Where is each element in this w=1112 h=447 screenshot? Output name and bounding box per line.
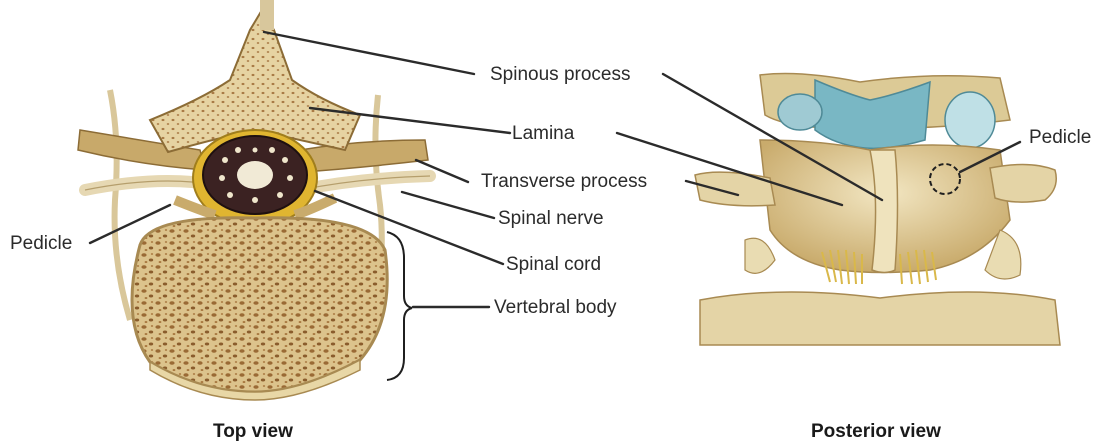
label-pedicle-top: Pedicle — [10, 234, 72, 253]
label-spinal-cord: Spinal cord — [506, 255, 601, 274]
caption-top-view: Top view — [213, 422, 293, 441]
label-transverse-process: Transverse process — [481, 172, 647, 191]
top-view-illustration — [78, 0, 430, 400]
label-spinal-nerve: Spinal nerve — [498, 209, 604, 228]
label-spinous-process: Spinous process — [490, 65, 630, 84]
posterior-view-illustration — [690, 70, 1070, 345]
label-pedicle-posterior: Pedicle — [1029, 128, 1091, 147]
label-vertebral-body: Vertebral body — [494, 298, 617, 317]
label-lamina: Lamina — [512, 124, 574, 143]
caption-posterior-view: Posterior view — [811, 422, 941, 441]
